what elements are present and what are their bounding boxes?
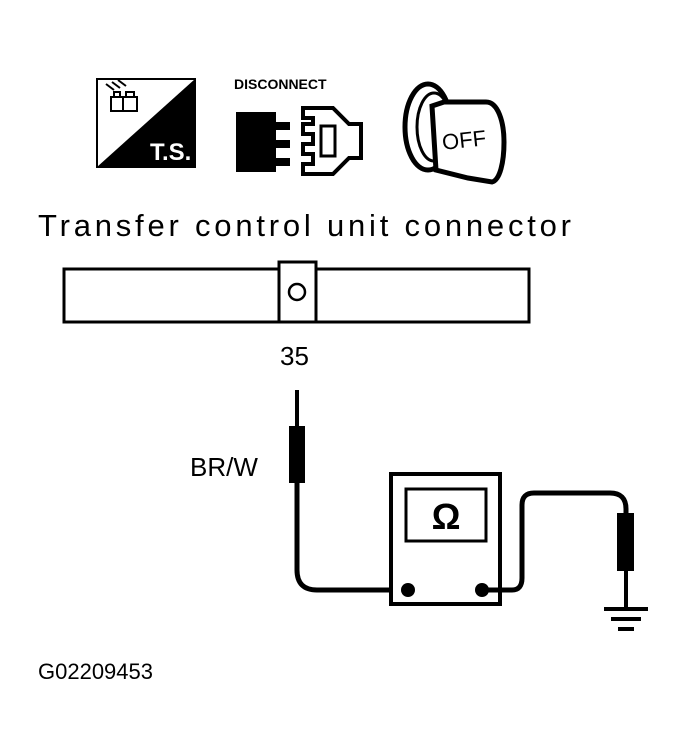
disconnect-label: DISCONNECT bbox=[234, 76, 327, 92]
ground-lead bbox=[482, 490, 634, 608]
meter-terminal-left bbox=[401, 583, 415, 597]
ignition-off-label: OFF bbox=[441, 125, 487, 154]
ts-label: T.S. bbox=[150, 139, 191, 166]
figure-code: G02209453 bbox=[38, 659, 153, 684]
disconnect-icon: DISCONNECT bbox=[234, 76, 363, 176]
ts-icon: T.S. bbox=[96, 78, 196, 168]
probe-wire bbox=[289, 390, 408, 593]
connector-body bbox=[62, 260, 531, 324]
wire-color-label: BR/W bbox=[190, 452, 258, 482]
terminal-number: 35 bbox=[280, 341, 309, 371]
ohm-symbol: Ω bbox=[432, 496, 461, 537]
ohmmeter: Ω bbox=[389, 472, 502, 606]
connector-title: Transfer control unit connector bbox=[38, 208, 571, 243]
probe-tip-left bbox=[289, 426, 305, 483]
probe-tip-right bbox=[617, 513, 634, 571]
ohmmeter-display bbox=[404, 487, 488, 543]
connector-glyph-icon bbox=[105, 79, 138, 112]
terminal-35-cavity bbox=[277, 260, 318, 324]
ignition-off-icon: OFF bbox=[402, 81, 507, 185]
ground-symbol-icon bbox=[604, 607, 648, 631]
